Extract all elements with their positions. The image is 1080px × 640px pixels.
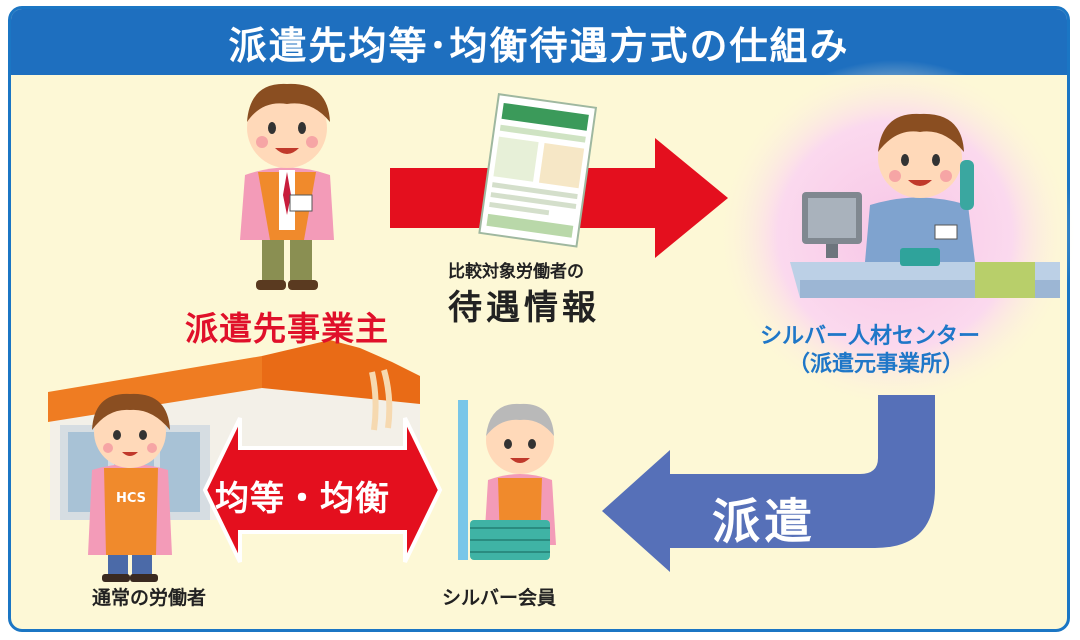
diagram-title: 派遣先均等･均衡待遇方式の仕組み <box>228 23 850 68</box>
equal-label: 均等・均衡 <box>215 479 390 519</box>
regular-worker-label: 通常の労働者 <box>92 587 207 609</box>
employer-label: 派遣先事業主 <box>185 309 389 348</box>
center-subtitle: （派遣元事業所） <box>788 352 965 377</box>
info-caption: 比較対象労働者の <box>448 262 584 282</box>
dispatch-label: 派遣 <box>712 494 817 550</box>
apron-text: HCS <box>116 491 146 506</box>
center-staff <box>790 113 1060 298</box>
dispatch-arrow <box>602 395 935 572</box>
employer-person <box>240 83 334 290</box>
center-name: シルバー人材センター <box>760 324 981 349</box>
regular-worker: HCS <box>88 393 172 582</box>
document-icon <box>478 93 598 248</box>
equal-arrow <box>202 417 443 563</box>
silver-member-label: シルバー会員 <box>442 587 557 609</box>
title-bar: 派遣先均等･均衡待遇方式の仕組み <box>11 9 1067 75</box>
info-title: 待遇情報 <box>448 288 600 328</box>
silver-member <box>458 400 556 560</box>
